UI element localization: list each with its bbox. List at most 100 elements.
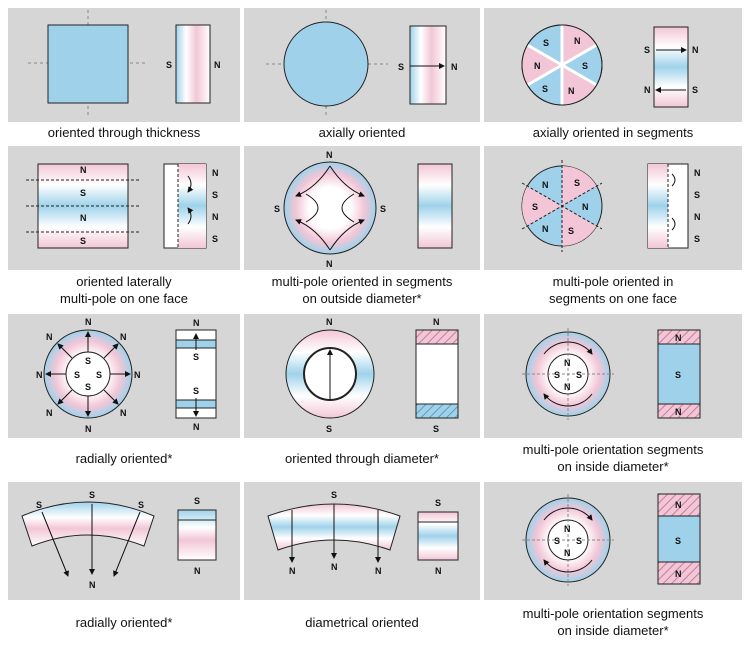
caption: axially oriented in segments: [484, 122, 742, 142]
pole-s: S: [543, 38, 549, 48]
pole-n: N: [451, 62, 458, 72]
pole-n: N: [564, 358, 571, 368]
caption: multi-pole oriented in segments on one fa…: [484, 270, 742, 310]
pole-s: S: [166, 60, 172, 70]
caption-line: oriented through diameter*: [285, 450, 439, 466]
pole-n: N: [692, 45, 699, 55]
pole-n: N: [675, 407, 682, 417]
pole-s: S: [644, 45, 650, 55]
pole-s: S: [80, 188, 86, 198]
caption-line: multi-pole oriented in segments: [271, 274, 453, 289]
pole-n: N: [331, 562, 338, 572]
caption: radially oriented*: [8, 438, 240, 478]
segment-side: [653, 26, 689, 108]
pole-n: N: [694, 168, 701, 178]
pole-s: S: [274, 204, 280, 214]
pole-n: N: [694, 212, 701, 222]
pole-n: N: [568, 86, 575, 96]
pole-n: N: [85, 317, 92, 327]
pole-s: S: [212, 234, 218, 244]
diametrical-figure: SN NN SN: [267, 490, 459, 576]
pole-n: N: [574, 36, 581, 46]
pole-s: S: [85, 356, 91, 366]
lateral-figure: NS NS NS NS: [26, 163, 219, 249]
pole-s: S: [675, 370, 681, 380]
pole-n: N: [120, 332, 127, 342]
pole-n: N: [675, 569, 682, 579]
caption-line: multi-pole oriented in: [552, 274, 674, 289]
pole-n: N: [435, 566, 442, 576]
pole-n: N: [534, 61, 541, 71]
pole-s: S: [89, 490, 95, 500]
caption-line: on outside diameter*: [302, 291, 422, 306]
pole-n: N: [46, 332, 53, 342]
pole-n: N: [194, 566, 201, 576]
pole-n: N: [542, 224, 549, 234]
caption: multi-pole oriented in segments on outsid…: [244, 270, 480, 310]
radial-arc-figure: SS SN SN: [21, 490, 217, 590]
pole-s: S: [675, 536, 681, 546]
disc-side: [409, 25, 447, 105]
pole-s: S: [398, 62, 404, 72]
caption-line: multi-pole orientation segments: [522, 606, 704, 621]
pole-n: N: [214, 60, 221, 70]
pole-s: S: [433, 424, 439, 434]
pole-n: N: [80, 213, 87, 223]
caption-line: oriented laterally: [76, 274, 172, 289]
pole-n: N: [582, 202, 589, 212]
caption-line: on inside diameter*: [557, 459, 669, 474]
caption: axially oriented: [244, 122, 480, 142]
pole-s: S: [576, 370, 582, 380]
pole-n: N: [542, 180, 549, 190]
block-side: [175, 24, 211, 104]
pole-s: S: [85, 382, 91, 392]
pole-s: S: [554, 536, 560, 546]
pole-s: S: [542, 84, 548, 94]
caption: diametrical oriented: [244, 600, 480, 644]
pole-s: S: [692, 85, 698, 95]
pole-s: S: [582, 61, 588, 71]
outside-ring-disc: [283, 161, 377, 255]
outside-dia-side: [417, 163, 453, 249]
caption-line: radially oriented*: [75, 450, 173, 466]
block-face: [47, 24, 129, 104]
pole-n: N: [193, 422, 200, 432]
cell-axial: S N axially oriented: [244, 8, 480, 142]
pole-s: S: [694, 234, 700, 244]
pole-s: S: [574, 178, 580, 188]
pole-n: N: [89, 580, 96, 590]
caption-line: diametrical oriented: [305, 614, 419, 630]
pole-n: N: [675, 500, 682, 510]
cell-thickness: S N oriented through thickness: [8, 8, 240, 142]
caption-line: axially oriented in segments: [532, 124, 694, 140]
thickness-figure: S N: [28, 10, 221, 116]
pole-n: N: [564, 382, 571, 392]
pole-n: N: [46, 408, 53, 418]
caption-line: segments on one face: [549, 291, 677, 306]
pole-n: N: [564, 548, 571, 558]
pole-s: S: [36, 500, 42, 510]
pole-n: N: [85, 424, 92, 434]
pole-s: S: [194, 496, 200, 506]
caption: multi-pole orientation segments on inside…: [484, 438, 742, 478]
pole-n: N: [193, 318, 200, 328]
pole-s: S: [212, 190, 218, 200]
caption-line: multi-pole orientation segments: [522, 442, 704, 457]
pole-s: S: [331, 490, 337, 500]
pole-s: S: [435, 498, 441, 508]
pole-n: N: [289, 566, 296, 576]
caption-line: multi-pole on one face: [60, 291, 188, 306]
